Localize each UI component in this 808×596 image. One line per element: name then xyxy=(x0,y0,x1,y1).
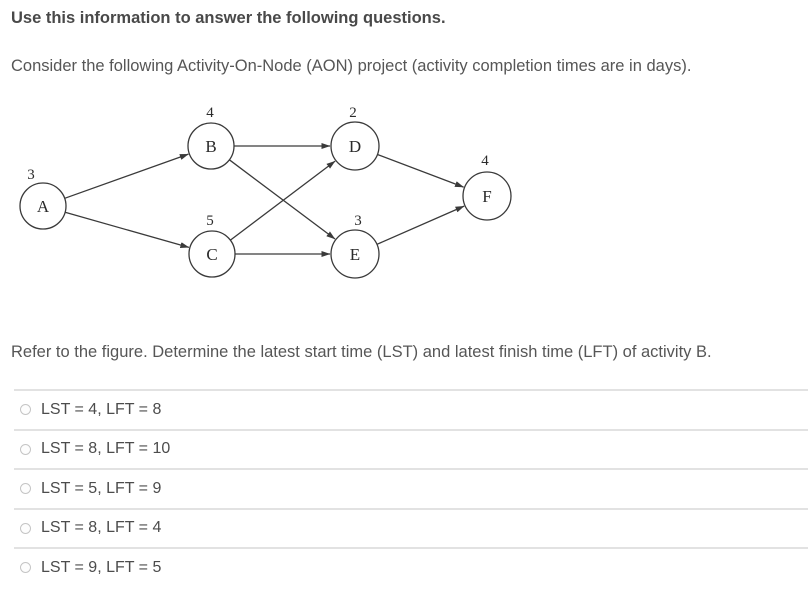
activity-duration-label-D: 2 xyxy=(349,105,357,121)
radio-button[interactable] xyxy=(20,522,31,534)
answer-option-label: LST = 5, LFT = 9 xyxy=(41,479,162,497)
activity-node-E xyxy=(330,229,380,279)
activity-duration-label-B: 4 xyxy=(206,105,214,121)
activity-duration-label-E: 3 xyxy=(354,213,362,229)
answer-option-row[interactable]: LST = 5, LFT = 9 xyxy=(14,468,808,508)
question-text: Refer to the figure. Determine the lates… xyxy=(11,343,712,361)
edge-arrow-B-E xyxy=(229,159,336,240)
answer-option-row[interactable]: LST = 4, LFT = 8 xyxy=(14,389,808,429)
edge-arrow-E-F xyxy=(376,205,465,245)
activity-node-F xyxy=(462,171,512,221)
activity-duration-label-A: 3 xyxy=(27,167,35,183)
answer-options-list: LST = 4, LFT = 8 LST = 8, LFT = 10 LST = 5… xyxy=(14,389,808,587)
answer-option-row[interactable]: LST = 8, LFT = 4 xyxy=(14,507,808,548)
radio-button[interactable] xyxy=(20,443,31,455)
answer-option-row[interactable]: LST = 8, LFT = 10 xyxy=(14,428,808,469)
answer-option-row[interactable]: LST = 9, LFT = 5 xyxy=(14,547,808,587)
answer-option-label: LST = 4, LFT = 8 xyxy=(41,400,162,418)
answer-option-label: LST = 8, LFT = 10 xyxy=(41,440,171,458)
activity-node-label-F: F xyxy=(482,187,491,206)
activity-node-D xyxy=(330,121,380,171)
activity-duration-label-F: 4 xyxy=(481,153,489,169)
activity-node-B xyxy=(187,122,235,170)
edge-arrow-A-C xyxy=(64,211,190,249)
edge-arrow-A-B xyxy=(64,153,189,199)
activity-node-label-E: E xyxy=(350,245,360,264)
answer-option-label: LST = 9, LFT = 5 xyxy=(41,558,162,576)
activity-node-label-C: C xyxy=(206,245,217,264)
activity-node-label-B: B xyxy=(205,137,216,156)
activity-node-C xyxy=(188,230,236,278)
radio-button[interactable] xyxy=(20,562,31,574)
edge-arrow-D-F xyxy=(377,153,464,188)
answer-option-label: LST = 8, LFT = 4 xyxy=(41,519,162,537)
instruction-header: Use this information to answer the follo… xyxy=(11,9,446,27)
intro-text: Consider the following Activity-On-Node … xyxy=(11,57,692,75)
edge-arrow-C-D xyxy=(230,160,336,241)
radio-button[interactable] xyxy=(20,404,31,416)
radio-button[interactable] xyxy=(20,483,31,495)
activity-duration-label-C: 5 xyxy=(206,213,214,229)
activity-node-label-D: D xyxy=(349,137,361,156)
activity-node-A xyxy=(19,182,67,230)
activity-node-label-A: A xyxy=(37,197,50,216)
